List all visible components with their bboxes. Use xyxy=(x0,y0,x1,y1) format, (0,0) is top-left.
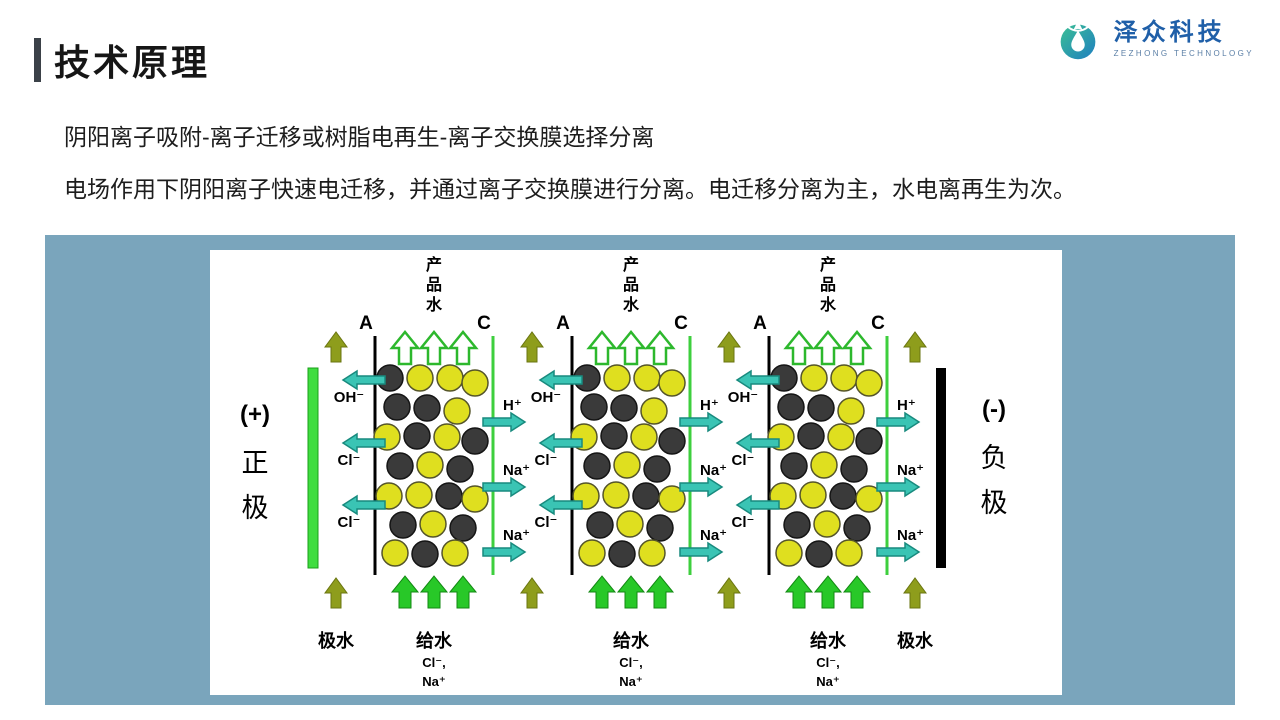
electrode-water-label-right: 极水 xyxy=(897,630,934,651)
channel-arrow-bottom xyxy=(903,577,927,609)
anode-label-char-1: 正 xyxy=(242,448,269,478)
cathode-sign: (-) xyxy=(982,396,1006,423)
logo-icon xyxy=(1060,20,1095,60)
channel-arrow-bottom xyxy=(717,577,741,609)
cell-unit-3 xyxy=(728,255,924,689)
channel-arrow-bottom xyxy=(520,577,544,609)
subtitle-line-2: 电场作用下阴阳离子快速电迁移，并通过离子交换膜进行分离。电迁移分离为主，水电离再… xyxy=(64,176,1076,202)
page-title: 技术原理 xyxy=(54,42,211,83)
electrodialysis-diagram: 产 品 水 A C xyxy=(240,250,1008,695)
cathode-label-char-1: 负 xyxy=(981,443,1008,473)
electrode-water-label-left: 极水 xyxy=(318,630,355,651)
anode-sign: (+) xyxy=(240,401,270,428)
cathode-bar xyxy=(936,368,946,568)
anode-bar xyxy=(307,367,319,569)
channel-arrow-top xyxy=(520,331,544,363)
anode-label-char-2: 极 xyxy=(242,493,269,523)
title-accent-bar xyxy=(34,38,41,82)
cell-unit-2 xyxy=(531,255,727,689)
cell-unit-1 xyxy=(334,255,530,689)
cathode-label-char-2: 极 xyxy=(981,488,1008,518)
brand-logo: 泽众科技 ZEZHONG TECHNOLOGY xyxy=(1051,12,1254,66)
channel-arrow-top xyxy=(324,331,348,363)
channel-arrow-top xyxy=(903,331,927,363)
brand-name: 泽众科技 xyxy=(1113,18,1226,46)
subtitle-line-1: 阴阳离子吸附-离子迁移或树脂电再生-离子交换膜选择分离 xyxy=(64,124,655,150)
channel-arrow-top xyxy=(717,331,741,363)
brand-subtitle: ZEZHONG TECHNOLOGY xyxy=(1113,49,1254,59)
diagram-panel: 产 品 水 A C xyxy=(45,235,1235,705)
slide-title-block: 技术原理 xyxy=(34,34,210,86)
brand-text: 泽众科技 ZEZHONG TECHNOLOGY xyxy=(1113,18,1254,59)
channel-arrow-bottom xyxy=(324,577,348,609)
diagram-canvas: 产 品 水 A C xyxy=(210,250,1062,695)
